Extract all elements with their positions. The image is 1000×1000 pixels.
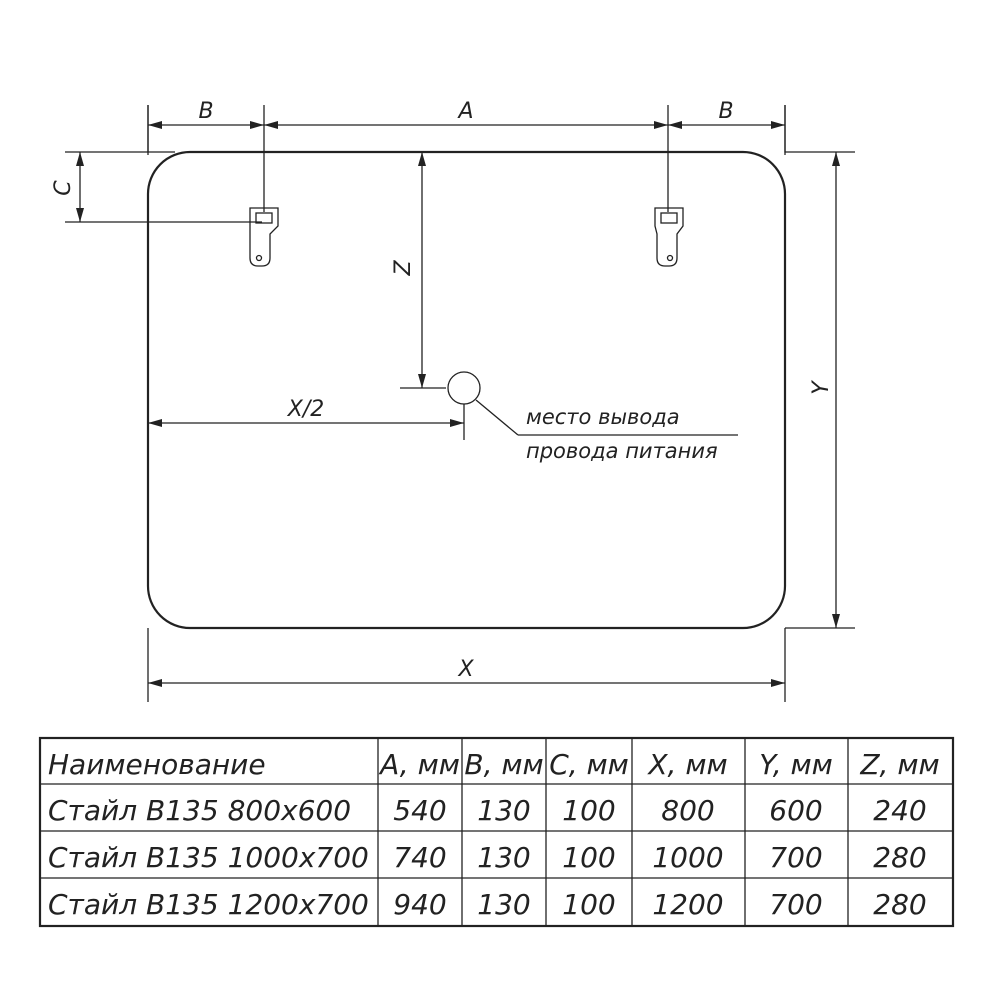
- table-cell-z: 280: [873, 888, 926, 921]
- mirror-outline: [146, 150, 787, 630]
- table-cell-x: 1200: [652, 888, 723, 921]
- table-cell-y: 600: [769, 794, 822, 827]
- table-header-a: A, мм: [378, 748, 460, 781]
- table-cell-y: 700: [769, 841, 822, 874]
- table-header-c: C, мм: [549, 748, 629, 781]
- table-cell-a: 740: [393, 841, 446, 874]
- table-row: Стайл B135 1200x700 940 130 100 1200 700…: [48, 888, 927, 921]
- table-header-z: Z, мм: [859, 748, 939, 781]
- table-cell-x: 800: [661, 794, 714, 827]
- table-row: Стайл B135 1000x700 740 130 100 1000 700…: [48, 841, 927, 874]
- table-cell-b: 130: [477, 794, 530, 827]
- right-hanger-bracket: [654, 207, 684, 267]
- table-cell-a: 540: [393, 794, 446, 827]
- y-dimension-line: [785, 152, 855, 629]
- dimensions-table: [38, 736, 955, 928]
- table-header-row: Наименование A, мм B, мм C, мм X, мм Y, …: [48, 748, 940, 781]
- table-cell-x: 1000: [652, 841, 723, 874]
- dim-label-y: Y: [809, 380, 834, 395]
- dim-label-b-left: B: [198, 99, 213, 124]
- table-cell-c: 100: [562, 794, 615, 827]
- dim-label-b-right: B: [718, 99, 733, 124]
- z-dimension-line: [418, 152, 426, 388]
- table-cell-a: 940: [393, 888, 446, 921]
- table-header-name: Наименование: [48, 748, 266, 781]
- table-cell-c: 100: [562, 841, 615, 874]
- table-header-b: B, мм: [464, 748, 543, 781]
- top-dimension-line: [147, 105, 855, 212]
- x-dimension-line: [147, 628, 786, 702]
- x-half-dimension-line: [148, 404, 465, 440]
- dim-label-z: Z: [391, 260, 416, 277]
- power-outlet-circle: [447, 371, 481, 405]
- table-cell-name: Стайл B135 1200x700: [48, 888, 369, 921]
- table-cell-c: 100: [562, 888, 615, 921]
- table-cell-name: Стайл B135 800x600: [48, 794, 351, 827]
- dim-label-x-half: X/2: [287, 397, 324, 422]
- dim-label-c: C: [51, 180, 76, 196]
- table-header-y: Y, мм: [759, 748, 833, 781]
- c-dimension-line: [65, 151, 262, 223]
- table-cell-b: 130: [477, 841, 530, 874]
- table-header-x: X, мм: [646, 748, 727, 781]
- dim-label-x: X: [457, 657, 474, 682]
- callout-line-2: провода питания: [526, 439, 718, 463]
- table-cell-y: 700: [769, 888, 822, 921]
- callout-line-1: место вывода: [526, 405, 680, 429]
- left-hanger-bracket: [249, 207, 279, 267]
- table-cell-z: 280: [873, 841, 926, 874]
- table-cell-b: 130: [477, 888, 530, 921]
- power-outlet-callout: [475, 399, 738, 436]
- dim-label-a: A: [456, 99, 473, 124]
- table-cell-z: 240: [873, 794, 926, 827]
- table-row: Стайл B135 800x600 540 130 100 800 600 2…: [48, 794, 927, 827]
- table-cell-name: Стайл B135 1000x700: [48, 841, 369, 874]
